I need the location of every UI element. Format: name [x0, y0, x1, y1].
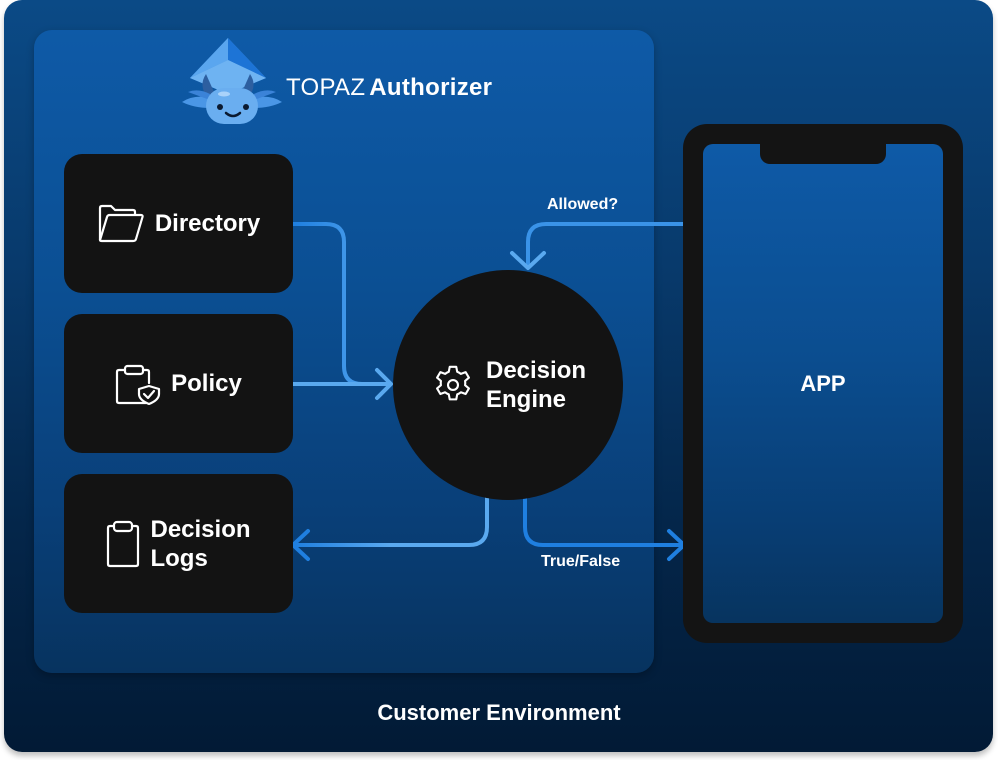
decision-engine-label: Decision Engine: [486, 356, 586, 414]
clipboard-icon: [107, 520, 140, 567]
policy-card[interactable]: Policy: [64, 314, 293, 453]
directory-label: Directory: [154, 210, 261, 237]
allowed-edge-label: Allowed?: [547, 196, 619, 213]
true-false-edge-label: True/False: [541, 553, 621, 570]
decision-logs-label: Decision Logs: [150, 515, 250, 573]
decision-engine-node[interactable]: Decision Engine: [393, 270, 623, 500]
app-screen: APP: [703, 144, 943, 623]
app-label: APP: [800, 370, 846, 396]
app-device[interactable]: APP: [683, 124, 963, 643]
policy-label: Policy: [171, 370, 242, 397]
clipboard-shield-icon: [116, 364, 161, 405]
gear-icon: [436, 365, 470, 401]
customer-environment-label: Customer Environment: [377, 700, 621, 725]
decision-logs-label-line2: Logs: [150, 544, 208, 572]
decision-engine-label-line1: Decision: [485, 357, 587, 384]
directory-card[interactable]: Directory: [64, 154, 293, 293]
decision-engine-label-line2: Engine: [485, 386, 566, 413]
topaz-logo-icon: [182, 38, 282, 124]
brand-name-light: TOPAZ: [286, 74, 366, 101]
phone-notch: [760, 142, 886, 164]
decision-logs-label-line1: Decision: [150, 515, 251, 543]
decision-logs-card[interactable]: Decision Logs: [64, 474, 293, 613]
folder-open-icon: [98, 204, 144, 242]
brand-name-bold: Authorizer: [369, 74, 493, 101]
